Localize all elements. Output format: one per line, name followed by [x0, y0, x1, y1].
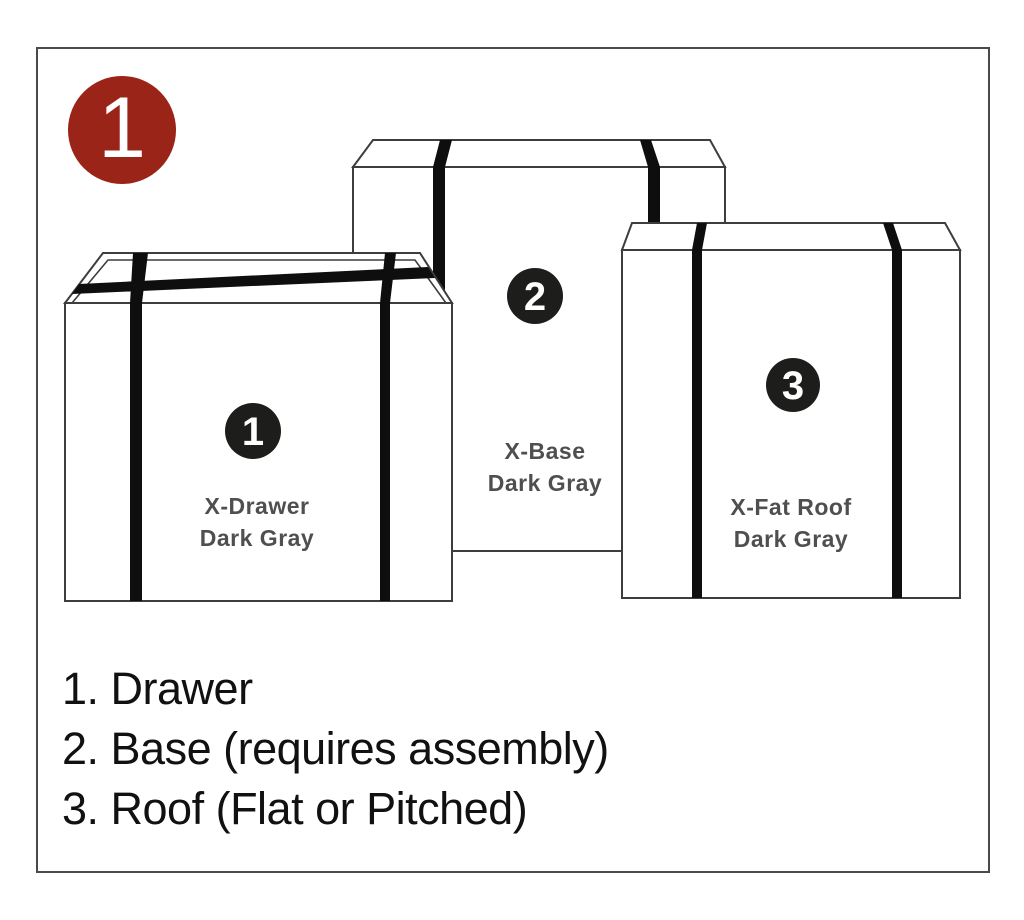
roof-box-left-strap — [692, 223, 707, 598]
drawer-box-label-line2: Dark Gray — [200, 525, 314, 551]
base-box-number-circle — [507, 268, 563, 324]
package-box-drawer: 1 X-Drawer Dark Gray — [62, 252, 454, 602]
roof-box-front-face — [621, 249, 961, 599]
drawer-box-number: 1 — [242, 410, 264, 454]
roof-box-right-strap — [883, 223, 902, 598]
base-box-label-line2: Dark Gray — [488, 470, 602, 496]
roof-box-top-face — [620, 222, 962, 251]
step-number: 1 — [98, 80, 146, 176]
base-box-label-line1: X-Base — [505, 438, 586, 464]
roof-box-number-circle — [766, 358, 820, 412]
drawer-box-left-strap — [130, 253, 148, 601]
base-box-top-face — [351, 139, 727, 168]
roof-box-label-line1: X-Fat Roof — [730, 494, 851, 520]
drawer-box-right-strap — [380, 253, 396, 601]
drawer-box-label-line1: X-Drawer — [205, 493, 310, 519]
legend-item-drawer: 1. Drawer — [62, 663, 253, 714]
legend-item-base: 2. Base (requires assembly) — [62, 723, 609, 774]
roof-box-label-line2: Dark Gray — [734, 526, 848, 552]
step-number-badge: 1 — [68, 76, 176, 184]
package-box-roof: 3 X-Fat Roof Dark Gray — [620, 222, 962, 599]
legend-item-roof: 3. Roof (Flat or Pitched) — [62, 783, 528, 834]
roof-box-number: 3 — [782, 364, 804, 408]
drawer-box-horizontal-strap — [72, 267, 435, 294]
drawer-box-lid-line — [71, 259, 447, 304]
drawer-box-number-circle — [225, 403, 281, 459]
base-box-number: 2 — [524, 275, 546, 319]
